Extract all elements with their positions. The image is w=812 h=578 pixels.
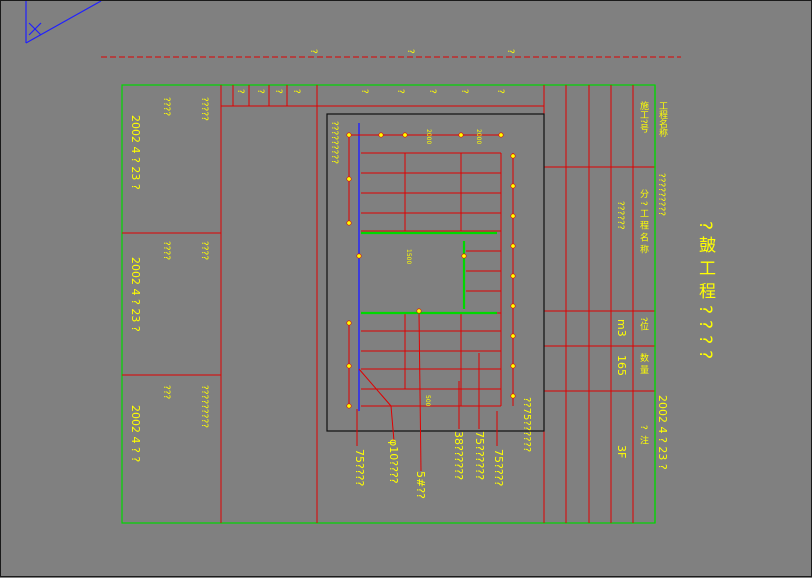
dimension-label: 500 xyxy=(424,395,431,407)
unit-label: ?位 xyxy=(638,317,648,331)
plan-outline xyxy=(326,113,545,432)
callout-label: 38?????? xyxy=(452,431,465,481)
dimension-label: 1500 xyxy=(405,249,412,265)
header-cell: ? xyxy=(427,89,437,94)
callout-label: 75?????? xyxy=(473,431,486,481)
remark-label: ?注 xyxy=(638,425,648,451)
callout-label: ??75?????? xyxy=(521,397,532,453)
header-cell: ? xyxy=(495,89,505,94)
header-cell: ? xyxy=(395,89,405,94)
node-markers xyxy=(346,132,516,409)
date-right: 2002 4 ? 23 ? xyxy=(656,395,669,470)
callout-label: 75???? xyxy=(353,449,366,487)
title-block-lines xyxy=(543,85,655,523)
header-cell: ? xyxy=(459,89,469,94)
header-cell: ? xyxy=(291,89,301,94)
row-col-b: ????? xyxy=(199,97,209,121)
header-label: ? xyxy=(405,49,415,54)
quantity-label: 数量 xyxy=(638,353,648,377)
callout-label: 5#?? xyxy=(414,471,427,499)
construction-unit-label: 施工?号 xyxy=(638,101,648,133)
header-cell: ? xyxy=(235,89,245,94)
header-cell: ? xyxy=(359,89,369,94)
quantity-value: 165 xyxy=(615,355,628,376)
big-title: ?皷工程???? xyxy=(695,221,715,366)
corner-triangle xyxy=(25,1,102,44)
header-cell: ? xyxy=(255,89,265,94)
row-date: 2002 4 ? 23 ? xyxy=(129,257,142,332)
row-col-a: ???? xyxy=(161,241,171,261)
unit-value: m3 xyxy=(615,319,628,337)
dimension-label: 2000 xyxy=(475,129,482,145)
callout-label: 75???? xyxy=(492,449,505,487)
row-date: 2002 4 ? ? xyxy=(129,405,142,463)
remark-value: 3F xyxy=(615,445,628,459)
project-name-value: ????????? xyxy=(656,173,666,216)
subproject-label: 分?工程名称 xyxy=(638,189,648,257)
header-cell: ? xyxy=(273,89,283,94)
header-label: ? xyxy=(505,49,515,54)
header-label: ? xyxy=(308,49,318,54)
dimension-label: 2000 xyxy=(425,129,432,145)
subproject-value: ?????? xyxy=(615,201,625,230)
row-col-a: ???? xyxy=(161,97,171,117)
callout-label: φ10???? xyxy=(387,439,400,484)
row-col-a: ??? xyxy=(161,385,171,400)
formwork-plan xyxy=(348,123,514,472)
row-col-b: ???? xyxy=(199,241,209,261)
drawing-note: ????????? xyxy=(329,121,339,164)
project-name-label: 工程名称 xyxy=(657,101,667,137)
row-date: 2002 4 ? 23 ? xyxy=(129,115,142,190)
top-header-cells: ? ? ? ? ? ? ? ? ? xyxy=(235,89,535,103)
row-col-b: ????????? xyxy=(199,385,209,428)
